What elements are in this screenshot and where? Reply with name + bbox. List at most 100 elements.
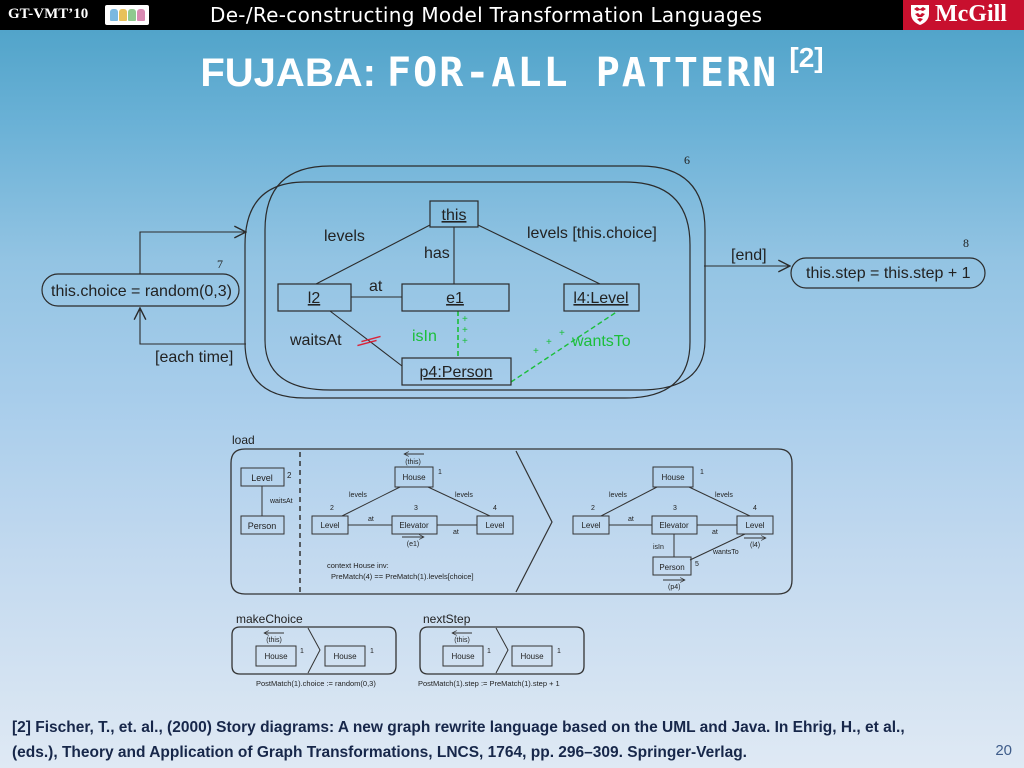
object-p4 <box>401 357 512 386</box>
lhs-this-label: (this) <box>405 459 421 466</box>
slide-title: FUJABA: FOR-ALL PATTERN [2] <box>0 42 1024 96</box>
object-l2-label: l2 <box>308 290 321 307</box>
lhs-elevator-label: Elevator <box>399 521 429 530</box>
make-choice-num-lhs: 1 <box>300 648 304 655</box>
rule-make-choice-frame <box>231 626 397 675</box>
university-name: McGill <box>935 1 1007 27</box>
rhs-level-left-label: Level <box>581 521 600 530</box>
lhs-at-left: at <box>368 516 374 523</box>
university-logo: McGill <box>903 0 1024 30</box>
make-choice-house-rhs-label: House <box>333 652 357 661</box>
nac-waitsat-label: waitsAt <box>269 498 293 505</box>
make-choice-separator <box>307 627 321 674</box>
object-this <box>429 200 479 228</box>
make-choice-num-rhs: 1 <box>370 648 374 655</box>
next-step-house-rhs-label: House <box>520 652 544 661</box>
nac-level-num: 2 <box>287 471 292 480</box>
lhs-house-label: House <box>402 473 426 482</box>
create-marker-wantsto-3: + <box>559 328 565 339</box>
rule-load: load Level 2 waitsAt Person (this) House… <box>230 433 793 595</box>
label-isin: isIn <box>412 328 437 345</box>
reference-line-2: (eds.), Theory and Application of Graph … <box>12 744 747 761</box>
delete-marker-1 <box>357 339 377 347</box>
next-step-num-lhs: 1 <box>487 648 491 655</box>
object-p4-label: p4:Person <box>420 364 493 381</box>
rhs-l4-label: (l4) <box>750 542 760 549</box>
next-step-house-rhs <box>511 645 553 667</box>
rule-next-step-name: nextStep <box>423 612 471 626</box>
next-step-num-rhs: 1 <box>557 648 561 655</box>
lhs-rhs-separator <box>515 450 553 593</box>
crest-icon <box>911 5 929 25</box>
make-choice-house-rhs <box>324 645 366 667</box>
lhs-ocl-line2: PreMatch(4) == PreMatch(1).levels[choice… <box>331 572 474 581</box>
rhs-levels-right: levels <box>715 492 733 499</box>
reference-citation: [2] Fischer, T., et. al., (2000) Story d… <box>12 715 1012 765</box>
link-this-l4 <box>477 224 601 285</box>
rule-next-step: nextStep (this) House 1 House 1 PostMatc… <box>418 612 585 688</box>
lhs-levels-left: levels <box>349 492 367 499</box>
label-has: has <box>424 245 450 262</box>
choice-activity-label: this.choice = random(0,3) <box>51 283 232 300</box>
next-step-action: PostMatch(1).step := PreMatch(1).step + … <box>418 679 560 688</box>
make-choice-house-lhs <box>255 645 297 667</box>
rhs-person-num: 5 <box>695 561 699 568</box>
rhs-at-right: at <box>712 529 718 536</box>
guard-end: [end] <box>731 247 767 264</box>
rhs-house-num: 1 <box>700 469 704 476</box>
make-choice-this-label: (this) <box>266 637 282 644</box>
label-at: at <box>369 278 383 295</box>
delete-marker-2 <box>361 335 381 343</box>
flow-choice-to-loop <box>139 232 246 274</box>
next-step-house-lhs-label: House <box>451 652 475 661</box>
label-levels: levels <box>324 228 365 245</box>
conference-logo-icon <box>105 5 149 25</box>
rhs-p4-label: (p4) <box>668 584 680 591</box>
lhs-level-left-label: Level <box>320 521 339 530</box>
rhs-elevator-label: Elevator <box>659 521 689 530</box>
lhs-at-right: at <box>453 529 459 536</box>
nac-level-label: Level <box>251 473 273 483</box>
rhs-house-label: House <box>661 473 685 482</box>
flow-each-time <box>140 308 246 345</box>
rhs-wantsto-label: wantsTo <box>712 549 739 556</box>
lhs-elevator-num: 3 <box>414 505 418 512</box>
next-step-house-lhs <box>442 645 484 667</box>
rule-next-step-frame <box>419 626 585 675</box>
step-activity-label: this.step = this.step + 1 <box>806 265 971 282</box>
rhs-level-right-num: 4 <box>753 505 757 512</box>
lhs-link-house-levelR <box>427 486 491 517</box>
lhs-house-num: 1 <box>438 469 442 476</box>
for-all-activity <box>244 181 691 399</box>
reference-line-1: [2] Fischer, T., et. al., (2000) Story d… <box>12 719 905 736</box>
create-marker-isin-2: + <box>462 325 468 336</box>
label-waitsat: waitsAt <box>289 332 342 349</box>
rhs-levels-left: levels <box>609 492 627 499</box>
rhs-isin-label: isIn <box>653 544 664 551</box>
lhs-e1-label: (e1) <box>407 541 419 548</box>
lhs-link-house-levelL <box>341 486 401 517</box>
story-diagram: 6 this.choice = random(0,3) 7 this.step … <box>41 153 986 399</box>
lhs-house-node <box>394 466 434 488</box>
next-step-this-label: (this) <box>454 637 470 644</box>
step-activity <box>790 257 986 289</box>
course-title: De-/Re-constructing Model Transformation… <box>210 3 763 27</box>
nac-person-label: Person <box>248 521 277 531</box>
rhs-at-left: at <box>628 516 634 523</box>
rule-make-choice: makeChoice (this) House 1 House 1 PostMa… <box>231 612 397 688</box>
object-e1-label: e1 <box>446 290 464 307</box>
link-p4-l4-create <box>510 310 619 383</box>
lhs-ocl-line1: context House inv: <box>327 561 389 570</box>
object-l4 <box>563 283 640 312</box>
title-reference: [2] <box>789 42 824 73</box>
page-number: 20 <box>995 742 1012 759</box>
conference-label: GT-VMT’10 <box>8 6 89 22</box>
choice-activity-number: 7 <box>217 257 223 271</box>
create-marker-wantsto: + <box>533 346 539 357</box>
link-l2-p4 <box>329 310 403 367</box>
rhs-person-label: Person <box>659 563 684 572</box>
create-marker-isin: + <box>462 314 468 325</box>
make-choice-house-lhs-label: House <box>264 652 288 661</box>
make-choice-action: PostMatch(1).choice := random(0,3) <box>256 679 376 688</box>
